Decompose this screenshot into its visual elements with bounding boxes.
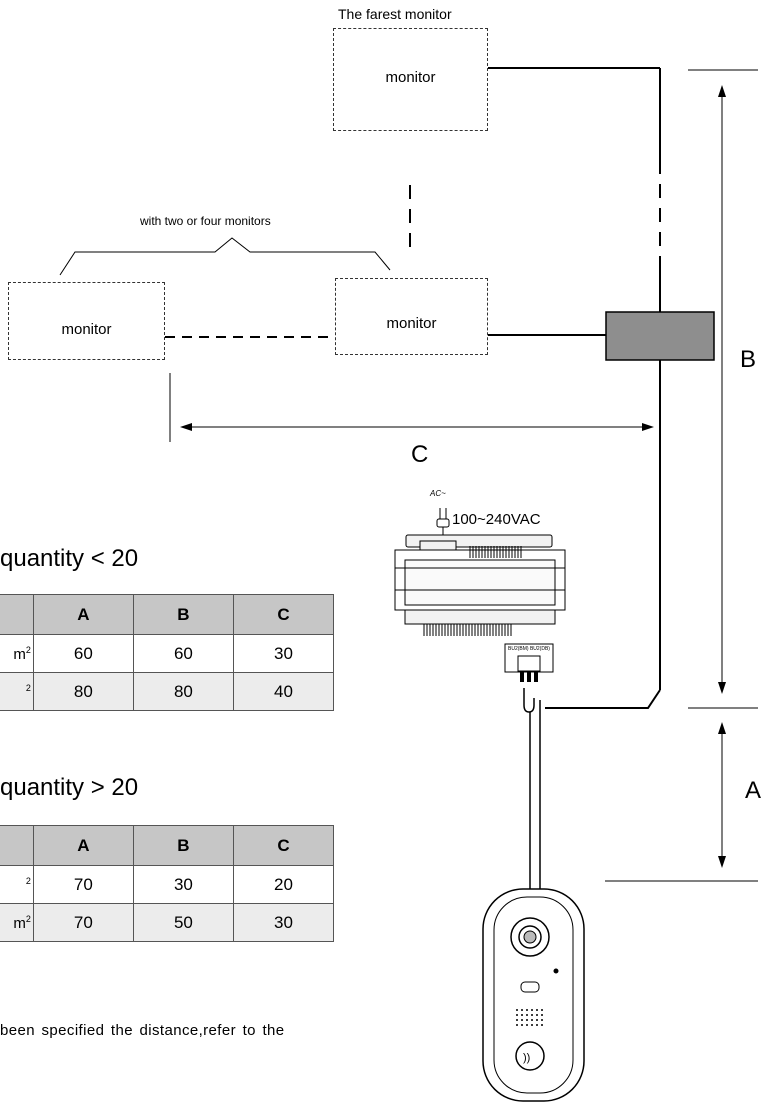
value-b: 30 bbox=[132, 865, 234, 904]
header-cell bbox=[0, 825, 34, 866]
monitor-label: monitor bbox=[61, 321, 112, 338]
table-row: 2 80 80 40 bbox=[0, 672, 335, 711]
header-cell: C bbox=[232, 594, 335, 635]
power-supply-icon bbox=[394, 508, 566, 673]
value-b: 50 bbox=[132, 903, 234, 942]
terminal-screws bbox=[520, 672, 538, 682]
header-cell bbox=[0, 594, 34, 635]
header-cell: A bbox=[32, 825, 134, 866]
value-a: 80 bbox=[32, 672, 134, 711]
value-c: 30 bbox=[232, 634, 335, 673]
bell-glyph: )) bbox=[523, 1052, 530, 1064]
cable-cell: 2 bbox=[0, 672, 34, 711]
grille-bottom bbox=[423, 624, 512, 636]
table-header-row: A B C bbox=[0, 594, 335, 635]
distributor-box bbox=[605, 311, 715, 361]
doorbell-icon bbox=[482, 888, 585, 1102]
distance-table-1: A B C m2 60 60 30 2 80 80 40 bbox=[0, 594, 335, 711]
speaker-grille bbox=[516, 1009, 543, 1026]
arrow-b-up bbox=[718, 85, 726, 97]
grille-top bbox=[469, 546, 522, 558]
cable-cell: 2 bbox=[0, 865, 34, 904]
terminal-label: BU2(BM) BU2(DB) bbox=[508, 646, 550, 652]
value-b: 80 bbox=[132, 672, 234, 711]
cable-cell: m2 bbox=[0, 634, 34, 673]
dimension-b-label: B bbox=[740, 346, 757, 373]
value-a: 60 bbox=[32, 634, 134, 673]
table-row: m2 60 60 30 bbox=[0, 634, 335, 673]
table-row: m2 70 50 30 bbox=[0, 903, 335, 942]
arrow-b-down bbox=[718, 682, 726, 694]
arrow-a-up bbox=[718, 722, 726, 734]
power-label: 100~240VAC bbox=[452, 511, 541, 528]
table-header-row: A B C bbox=[0, 825, 335, 866]
wire-bottom bbox=[545, 689, 661, 709]
monitor-left: monitor bbox=[8, 282, 165, 360]
value-a: 70 bbox=[32, 903, 134, 942]
arrow-c-left bbox=[180, 423, 192, 431]
monitor-farthest: monitor bbox=[333, 28, 488, 131]
group-brace bbox=[59, 237, 391, 276]
footnote: been specified the distance,refer to the bbox=[0, 1022, 285, 1039]
header-cell: B bbox=[132, 825, 234, 866]
farthest-monitor-label: The farest monitor bbox=[338, 6, 452, 22]
group-label: with two or four monitors bbox=[140, 214, 271, 228]
table1-heading: quantity < 20 bbox=[0, 545, 139, 572]
value-c: 30 bbox=[232, 903, 335, 942]
ac-label: AC~ bbox=[430, 489, 446, 498]
header-cell: B bbox=[132, 594, 234, 635]
table-row: 2 70 30 20 bbox=[0, 865, 335, 904]
monitor-label: monitor bbox=[385, 69, 436, 86]
wire-loop bbox=[523, 688, 535, 713]
value-c: 40 bbox=[232, 672, 335, 711]
dimension-c-label: C bbox=[411, 441, 429, 468]
dimension-a-label: A bbox=[745, 777, 762, 804]
monitor-label: monitor bbox=[386, 315, 437, 332]
table2-heading: quantity > 20 bbox=[0, 774, 139, 801]
monitor-middle: monitor bbox=[335, 278, 488, 355]
cable-cell: m2 bbox=[0, 903, 34, 942]
arrow-c-right bbox=[642, 423, 654, 431]
value-a: 70 bbox=[32, 865, 134, 904]
value-c: 20 bbox=[232, 865, 335, 904]
distance-table-2: A B C 2 70 30 20 m2 70 50 30 bbox=[0, 825, 335, 942]
header-cell: A bbox=[32, 594, 134, 635]
value-b: 60 bbox=[132, 634, 234, 673]
arrow-a-down bbox=[718, 856, 726, 868]
header-cell: C bbox=[232, 825, 335, 866]
